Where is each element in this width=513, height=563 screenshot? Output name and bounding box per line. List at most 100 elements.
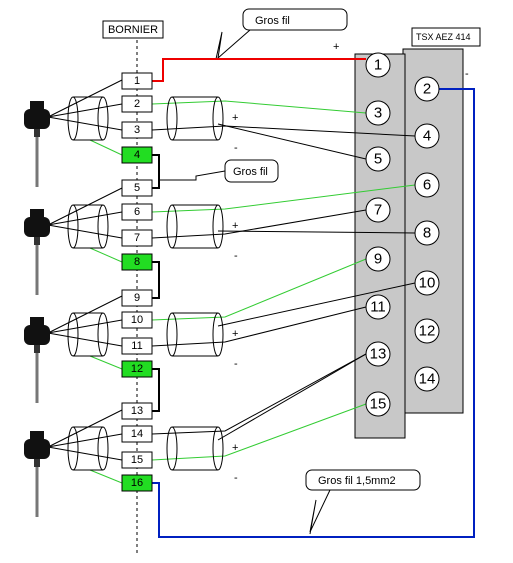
probe-head-4 [24,439,50,459]
wire-sensor-ref-1 [47,79,123,118]
wire-minus-2 [151,209,367,239]
callout-middle-pointer [159,170,226,181]
jumper-links [152,154,160,412]
module-label-box [411,27,481,47]
callout-bottom: Gros fil 1,5mm2 [318,475,396,487]
module-label: TSX AEZ 414 [416,32,471,42]
sign-plus-2: + [232,220,238,232]
input-label-10: 10 [419,275,436,292]
cable-right-1-end-b [212,96,224,141]
cable-left-1 [67,96,109,141]
terminal-1 [121,72,153,90]
cable-right-3 [166,312,224,357]
wire-sensor-4-1 [47,446,123,461]
input-circle-13 [365,341,391,367]
wire-sense-4 [217,353,367,441]
wire-red-1 [152,58,366,82]
terminal-label-2: 2 [134,98,140,110]
cable-right-2-end-b [212,204,224,249]
sign-minus-module: - [465,68,469,80]
wire-ground-4 [89,469,123,484]
bornier-label: BORNIER [108,24,158,36]
cable-left-4 [67,426,109,471]
sign-minus-1: - [234,142,238,154]
terminal-9 [121,289,153,307]
cable-right-4 [166,426,224,471]
wire-sensor-1-1 [47,116,123,131]
input-label-5: 5 [374,151,382,168]
terminal-label-15: 15 [131,454,143,466]
terminal-10 [121,311,153,329]
input-label-12: 12 [419,323,436,340]
cable-right-2-end-a [166,204,178,249]
wire-sense-2 [217,230,416,234]
terminal-11 [121,337,153,355]
input-label-7: 7 [374,202,382,219]
terminal-3 [121,121,153,139]
wire-plus-4 [151,353,367,435]
sign-minus-2: - [234,250,238,262]
sign-minus-4: - [234,472,238,484]
wire-ground-1 [89,139,123,156]
cable-left-2-end-b [97,204,109,249]
wire-sensor-2-1 [47,224,123,239]
cable-left-2 [67,204,109,249]
probe-neck-3 [34,345,40,353]
sign-plus-3: + [232,328,238,340]
terminal-label-4: 4 [134,149,140,161]
input-label-15: 15 [370,396,387,413]
probe-cap-3 [30,317,44,327]
bornier-label-box [102,20,164,39]
wire-sensor-ref-3 [47,295,123,334]
input-label-2: 2 [423,81,431,98]
probe-cap-1 [30,101,44,111]
wire-sensor-2-0 [47,211,123,226]
wire-ground-2 [89,247,123,263]
probe-head-2 [24,217,50,237]
wire-aux-1 [152,130,366,159]
callout-top-box [242,8,348,31]
jumper-2 [152,261,160,299]
sign-minus-3: - [234,358,238,370]
input-label-14: 14 [419,371,436,388]
input-circle-2 [414,76,440,102]
input-circle-11 [365,294,391,320]
probe-neck-1 [34,129,40,137]
cable-left-2-end-a [67,204,79,249]
wire-sensor-3-0 [47,319,123,334]
wire-sensor-1-0 [47,103,123,118]
cable-right-3-end-a [166,312,178,357]
terminal-label-5: 5 [134,182,140,194]
terminal-label-13: 13 [131,405,143,417]
terminal-label-16: 16 [131,477,143,489]
terminal-label-9: 9 [134,292,140,304]
input-circle-6 [414,172,440,198]
terminal-16 [121,474,153,492]
input-circle-3 [365,100,391,126]
terminal-label-1: 1 [134,75,140,87]
input-label-3: 3 [374,105,382,122]
wire-sense-1 [217,123,367,160]
terminal-7 [121,229,153,247]
terminal-label-11: 11 [131,340,142,352]
input-circle-5 [365,146,391,172]
probe-cap-4 [30,431,44,441]
wire-sensor-4-0 [47,433,123,448]
callout-top-pointer [215,29,251,60]
input-label-11: 11 [370,299,386,316]
terminal-12 [121,360,153,378]
signal-wires [47,58,475,538]
input-circle-8 [414,220,440,246]
terminal-label-8: 8 [134,256,140,268]
input-circle-7 [365,197,391,223]
cable-right-4-end-b [212,426,224,471]
input-label-13: 13 [370,346,387,363]
probe-neck-4 [34,459,40,467]
shielded-cables [67,96,224,471]
callout-bottom-pointer [309,489,331,535]
probe-neck-2 [34,237,40,245]
cable-left-3 [67,312,109,357]
